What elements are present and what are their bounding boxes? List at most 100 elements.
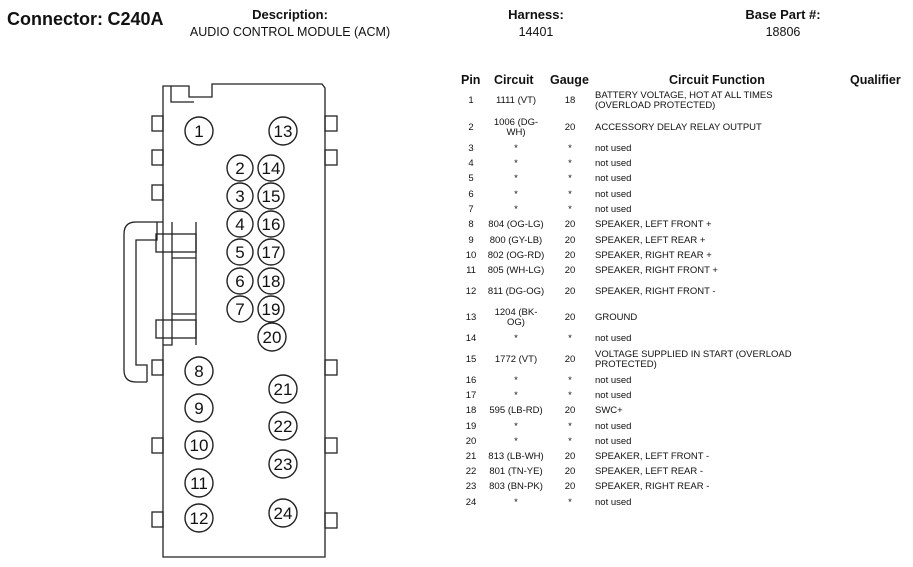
function-cell: GROUND xyxy=(595,312,638,323)
function-header: Circuit Function xyxy=(669,73,765,87)
pin-number: 3 xyxy=(235,187,244,206)
harness-label: Harness: xyxy=(508,7,564,22)
pin-cell: 20 xyxy=(465,436,477,447)
pin-cell: 18 xyxy=(465,405,477,416)
pin-cavity-3: 3 xyxy=(226,182,254,210)
pin-cavity-12: 12 xyxy=(184,503,214,533)
function-cell: SPEAKER, LEFT REAR + xyxy=(595,235,706,246)
circuit-cell: 1772 (VT) xyxy=(494,354,538,365)
connector-housing xyxy=(123,83,338,558)
pin-cell: 16 xyxy=(465,375,477,386)
pin-number: 5 xyxy=(235,243,244,262)
function-cell: SPEAKER, RIGHT FRONT - xyxy=(595,286,716,297)
function-cell: not used xyxy=(595,421,632,432)
gauge-cell: 20 xyxy=(564,451,576,462)
pin-number: 17 xyxy=(262,243,281,262)
pin-cavity-22: 22 xyxy=(268,411,298,441)
gauge-cell: * xyxy=(568,497,572,508)
pin-cell: 24 xyxy=(465,497,477,508)
connector-id: C240A xyxy=(107,9,164,29)
connector-title: Connector: C240A xyxy=(7,9,163,30)
pin-cavity-23: 23 xyxy=(268,449,298,479)
pin-number: 8 xyxy=(194,362,203,381)
pin-cell: 23 xyxy=(465,481,477,492)
pin-cell: 8 xyxy=(468,219,474,230)
pin-cell: 15 xyxy=(465,354,477,365)
circuit-cell: 805 (WH-LG) xyxy=(487,265,545,276)
pin-cavity-15: 15 xyxy=(257,182,285,210)
circuit-cell: 802 (OG-RD) xyxy=(487,250,545,261)
circuit-cell: 804 (OG-LG) xyxy=(488,219,544,230)
gauge-cell: 20 xyxy=(564,286,576,297)
circuit-cell: 813 (LB-WH) xyxy=(488,451,544,462)
description-label: Description: xyxy=(252,7,328,22)
pin-cavity-7: 7 xyxy=(226,295,254,323)
pin-number: 22 xyxy=(274,417,293,436)
base-part-label: Base Part #: xyxy=(745,7,821,22)
pin-cavity-19: 19 xyxy=(257,295,285,323)
pin-number: 19 xyxy=(262,300,281,319)
gauge-cell: * xyxy=(568,436,572,447)
gauge-cell: 20 xyxy=(564,466,576,477)
pin-cell: 10 xyxy=(465,250,477,261)
pin-cavity-20: 20 xyxy=(257,322,287,352)
gauge-header: Gauge xyxy=(550,73,589,87)
description-value: AUDIO CONTROL MODULE (ACM) xyxy=(189,25,391,39)
pin-cavity-14: 14 xyxy=(257,154,285,182)
function-cell: SPEAKER, LEFT REAR - xyxy=(595,466,704,477)
function-cell: ACCESSORY DELAY RELAY OUTPUT xyxy=(595,122,762,133)
pin-cell: 11 xyxy=(466,265,476,276)
function-cell: SWC+ xyxy=(595,405,623,416)
pin-cell: 4 xyxy=(468,158,474,169)
circuit-cell: 800 (GY-LB) xyxy=(489,235,543,246)
function-cell: not used xyxy=(595,204,632,215)
circuit-cell: * xyxy=(514,375,518,386)
pin-number: 23 xyxy=(274,455,293,474)
circuit-cell: * xyxy=(514,143,518,154)
gauge-cell: * xyxy=(568,173,572,184)
pin-number: 15 xyxy=(262,187,281,206)
gauge-cell: 20 xyxy=(564,405,576,416)
gauge-cell: * xyxy=(568,158,572,169)
base-part-value: 18806 xyxy=(765,25,801,39)
circuit-cell: 803 (BN-PK) xyxy=(489,481,543,492)
function-cell: not used xyxy=(595,189,632,200)
gauge-cell: * xyxy=(568,375,572,386)
circuit-cell: * xyxy=(514,173,518,184)
circuit-cell: * xyxy=(514,497,518,508)
gauge-cell: 20 xyxy=(564,481,576,492)
circuit-cell: 1204 (BK-OG) xyxy=(494,307,538,328)
pin-cell: 14 xyxy=(465,333,477,344)
pin-number: 13 xyxy=(274,122,293,141)
function-cell: not used xyxy=(595,158,632,169)
pin-number: 6 xyxy=(235,272,244,291)
pin-number: 2 xyxy=(235,159,244,178)
pin-cavity-11: 11 xyxy=(184,468,214,498)
pin-cell: 2 xyxy=(468,122,474,133)
pin-cell: 6 xyxy=(468,189,474,200)
pin-cavity-10: 10 xyxy=(184,430,214,460)
gauge-cell: 20 xyxy=(564,219,576,230)
pin-cell: 5 xyxy=(468,173,474,184)
pin-number: 14 xyxy=(262,159,281,178)
pin-cell: 21 xyxy=(465,451,477,462)
pin-cavity-9: 9 xyxy=(184,393,214,423)
function-cell: SPEAKER, RIGHT REAR - xyxy=(595,481,710,492)
pin-number: 1 xyxy=(194,122,203,141)
pin-header: Pin xyxy=(461,73,481,87)
gauge-cell: 20 xyxy=(564,354,576,365)
gauge-cell: * xyxy=(568,204,572,215)
pin-cavity-8: 8 xyxy=(184,356,214,386)
gauge-cell: 20 xyxy=(564,312,576,323)
function-cell: SPEAKER, LEFT FRONT - xyxy=(595,451,710,462)
gauge-cell: * xyxy=(568,421,572,432)
pin-number: 9 xyxy=(194,399,203,418)
pin-cavity-21: 21 xyxy=(268,374,298,404)
function-cell: SPEAKER, RIGHT FRONT + xyxy=(595,265,718,276)
circuit-cell: 801 (TN-YE) xyxy=(489,466,543,477)
function-cell: not used xyxy=(595,375,632,386)
gauge-cell: 18 xyxy=(564,95,576,106)
pin-cell: 12 xyxy=(465,286,477,297)
gauge-cell: 20 xyxy=(564,250,576,261)
pin-number: 21 xyxy=(274,380,293,399)
